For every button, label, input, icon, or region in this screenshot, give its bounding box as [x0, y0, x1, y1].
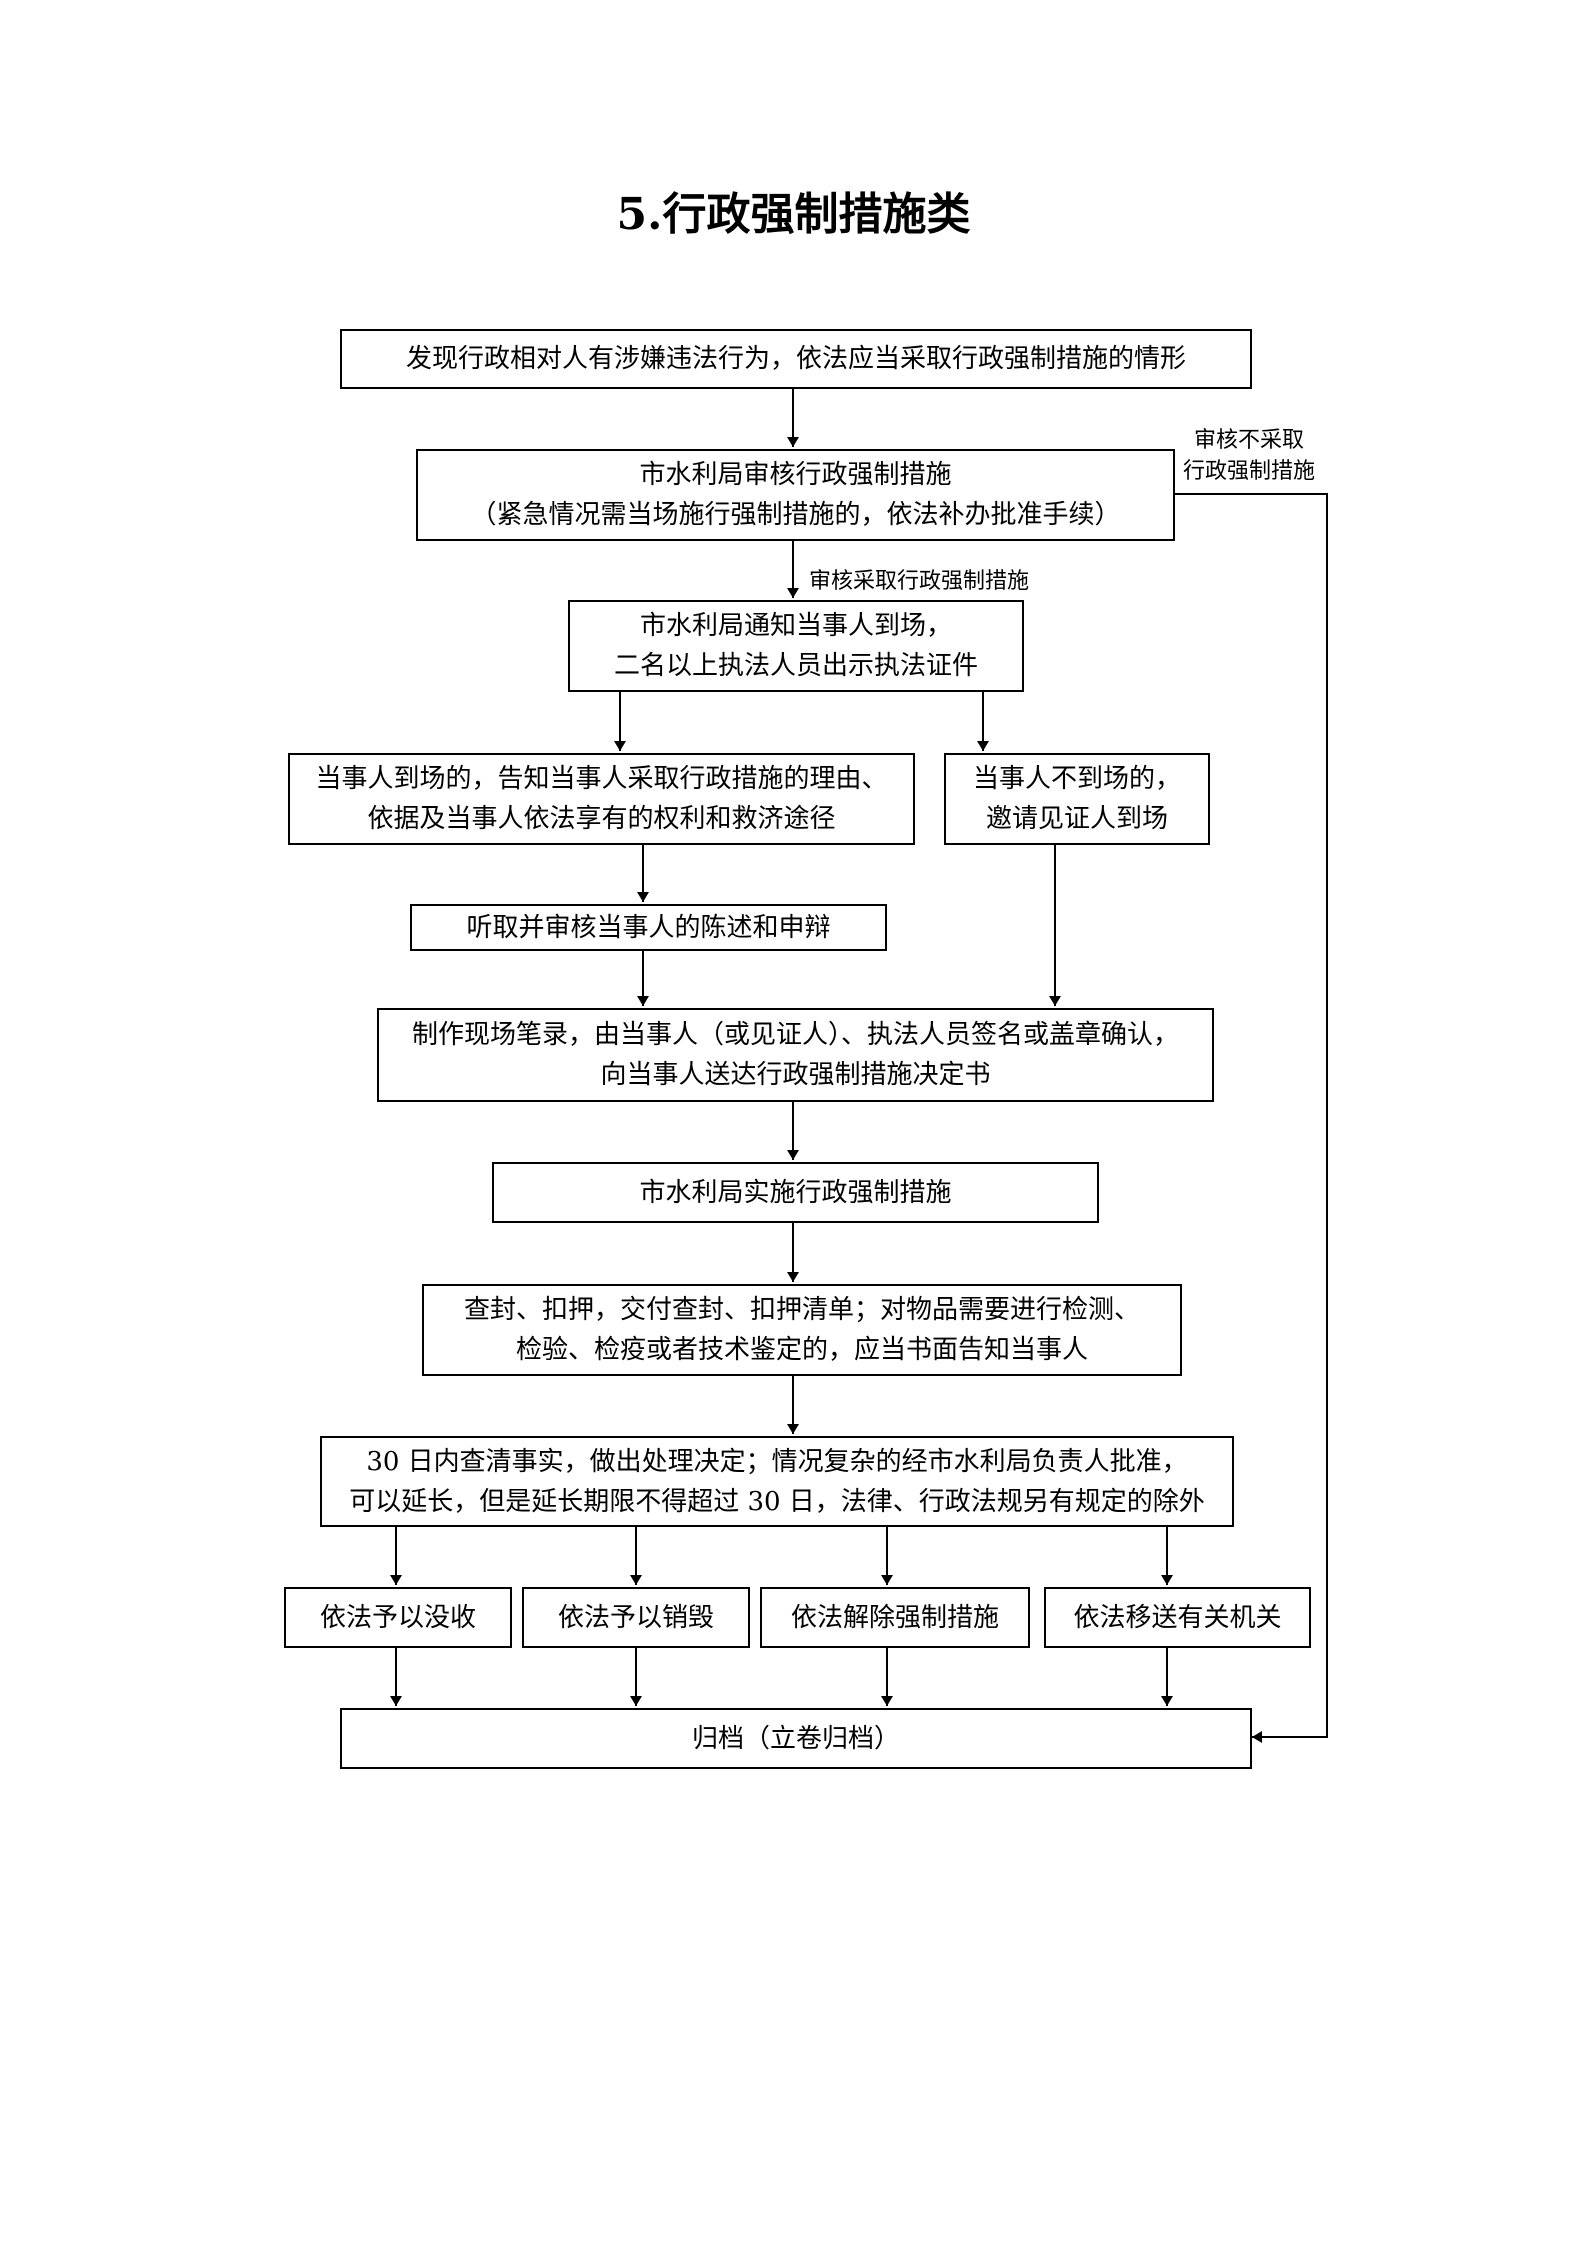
- node-archive-line-1: 归档（立卷归档）: [691, 1723, 900, 1754]
- node-decide-line-1: 30 日内查清事实，做出处理决定；情况复杂的经市水利局负责人批准，: [366, 1446, 1188, 1477]
- node-record: 制作现场笔录，由当事人（或见证人）、执法人员签名或盖章确认， 向当事人送达行政强…: [377, 1008, 1214, 1102]
- node-record-line-2: 向当事人送达行政强制措施决定书: [600, 1060, 991, 1090]
- node-review-line-2: （紧急情况需当场施行强制措施的，依法补办批准手续）: [470, 500, 1121, 530]
- page-title: 5.行政强制措施类: [616, 189, 971, 240]
- edge-label-adopt: 审核采取行政强制措施: [809, 569, 1030, 594]
- node-confiscate-line-1: 依法予以没收: [319, 1602, 476, 1633]
- arrow-review-archive-bypass: [1174, 493, 1328, 1743]
- node-party-absent: 当事人不到场的， 邀请见证人到场: [944, 753, 1210, 845]
- node-review: 市水利局审核行政强制措施 （紧急情况需当场施行强制措施的，依法补办批准手续）: [416, 449, 1175, 541]
- node-release: 依法解除强制措施: [760, 1587, 1030, 1648]
- node-notify-line-1: 市水利局通知当事人到场，: [639, 611, 952, 641]
- node-decide-line-2: 可以延长，但是延长期限不得超过 30 日，法律、行政法规另有规定的除外: [349, 1486, 1205, 1517]
- node-destroy: 依法予以销毁: [522, 1587, 750, 1648]
- node-transfer-line-1: 依法移送有关机关: [1073, 1602, 1282, 1633]
- edge-label-not-adopt-line-1: 审核不采取: [1194, 428, 1305, 453]
- node-seal: 查封、扣押，交付查封、扣押清单；对物品需要进行检测、 检验、检疫或者技术鉴定的，…: [422, 1284, 1182, 1376]
- node-release-line-1: 依法解除强制措施: [790, 1602, 999, 1633]
- node-implement: 市水利局实施行政强制措施: [492, 1162, 1099, 1223]
- node-confiscate: 依法予以没收: [284, 1587, 512, 1648]
- node-party-present: 当事人到场的，告知当事人采取行政措施的理由、 依据及当事人依法享有的权利和救济途…: [288, 753, 915, 845]
- node-notify-line-2: 二名以上执法人员出示执法证件: [613, 651, 978, 681]
- node-destroy-line-1: 依法予以销毁: [557, 1602, 714, 1633]
- node-party-present-line-2: 依据及当事人依法享有的权利和救济途径: [367, 804, 836, 834]
- node-transfer: 依法移送有关机关: [1044, 1587, 1311, 1648]
- node-decide: 30 日内查清事实，做出处理决定；情况复杂的经市水利局负责人批准， 可以延长，但…: [320, 1436, 1234, 1527]
- node-notify: 市水利局通知当事人到场， 二名以上执法人员出示执法证件: [568, 600, 1024, 692]
- node-hear-line-1: 听取并审核当事人的陈述和申辩: [466, 912, 831, 943]
- node-discover: 发现行政相对人有涉嫌违法行为，依法应当采取行政强制措施的情形: [340, 329, 1252, 389]
- node-party-absent-line-1: 当事人不到场的，: [972, 764, 1181, 794]
- node-seal-line-2: 检验、检疫或者技术鉴定的，应当书面告知当事人: [515, 1335, 1088, 1365]
- node-review-line-1: 市水利局审核行政强制措施: [639, 460, 952, 490]
- node-hear: 听取并审核当事人的陈述和申辩: [410, 904, 887, 951]
- node-archive: 归档（立卷归档）: [340, 1708, 1252, 1769]
- node-party-absent-line-2: 邀请见证人到场: [985, 804, 1168, 834]
- node-record-line-1: 制作现场笔录，由当事人（或见证人）、执法人员签名或盖章确认，: [411, 1020, 1179, 1050]
- edge-label-not-adopt: 审核不采取 行政强制措施: [1183, 425, 1315, 487]
- edge-label-not-adopt-line-2: 行政强制措施: [1183, 459, 1316, 484]
- node-party-present-line-1: 当事人到场的，告知当事人采取行政措施的理由、: [315, 764, 888, 794]
- node-discover-line-1: 发现行政相对人有涉嫌违法行为，依法应当采取行政强制措施的情形: [405, 344, 1186, 374]
- node-seal-line-1: 查封、扣押，交付查封、扣押清单；对物品需要进行检测、: [463, 1295, 1140, 1325]
- node-implement-line-1: 市水利局实施行政强制措施: [639, 1177, 952, 1208]
